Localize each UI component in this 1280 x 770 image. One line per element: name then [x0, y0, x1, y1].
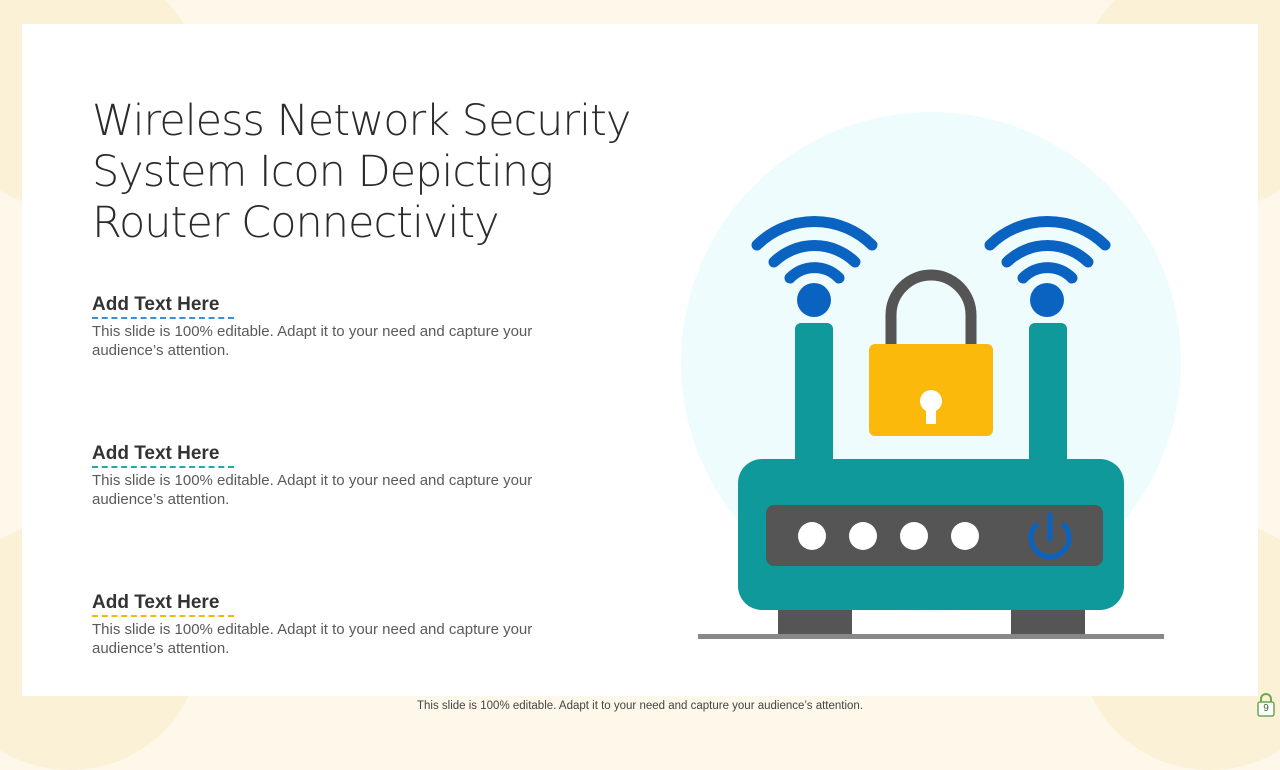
item-underline — [92, 317, 234, 319]
router-panel — [766, 505, 1103, 566]
router-led — [951, 522, 979, 550]
item-heading-label: Add Text Here — [92, 294, 220, 315]
text-item-3: Add Text Here This slide is 100% editabl… — [92, 592, 552, 658]
item-heading: Add Text Here — [92, 294, 234, 319]
wifi-signal-icon-right — [984, 216, 1111, 284]
wifi-dot-right — [1030, 283, 1064, 317]
item-heading-label: Add Text Here — [92, 443, 220, 464]
router-led — [900, 522, 928, 550]
router-security-illustration — [681, 112, 1181, 639]
item-heading-label: Add Text Here — [92, 592, 220, 613]
padlock-icon — [869, 269, 993, 436]
text-item-1: Add Text Here This slide is 100% editabl… — [92, 294, 552, 360]
router-led — [798, 522, 826, 550]
router-base-line — [698, 634, 1164, 639]
text-item-2: Add Text Here This slide is 100% editabl… — [92, 443, 552, 509]
item-underline — [92, 615, 234, 617]
lock-icon — [1257, 693, 1275, 717]
page-number-badge: 9 — [1256, 692, 1276, 718]
item-description: This slide is 100% editable. Adapt it to… — [92, 621, 533, 657]
item-heading: Add Text Here — [92, 592, 234, 617]
slide-footer-note: This slide is 100% editable. Adapt it to… — [416, 700, 864, 712]
router-led — [849, 522, 877, 550]
wifi-dot-left — [797, 283, 831, 317]
antenna-right — [1029, 323, 1067, 473]
wifi-signal-icon-left — [751, 216, 878, 284]
item-description: This slide is 100% editable. Adapt it to… — [92, 323, 533, 359]
antenna-left — [795, 323, 833, 473]
item-underline — [92, 466, 234, 468]
item-heading: Add Text Here — [92, 443, 234, 468]
page-number: 9 — [1263, 703, 1269, 714]
power-icon — [1028, 512, 1072, 560]
slide-title: Wireless Network Security System Icon De… — [92, 96, 631, 248]
item-description: This slide is 100% editable. Adapt it to… — [92, 472, 533, 508]
